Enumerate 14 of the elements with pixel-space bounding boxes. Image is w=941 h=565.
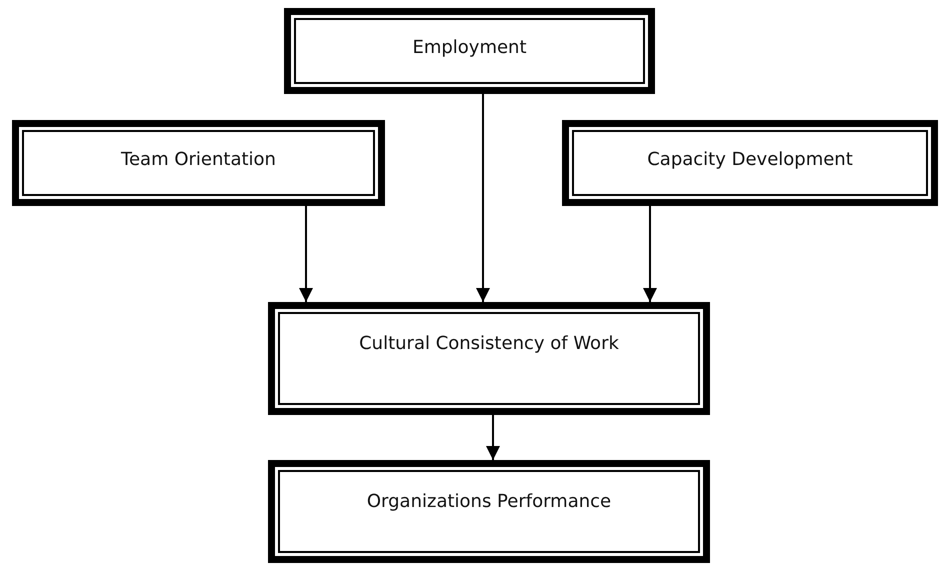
- box-label: Employment: [412, 37, 527, 58]
- box-label: Team Orientation: [121, 149, 276, 170]
- process-box: [268, 302, 710, 415]
- box-label: Capacity Development: [647, 149, 853, 170]
- process-box: [284, 8, 655, 94]
- box-label: Cultural Consistency of Work: [359, 333, 619, 354]
- box-label: Organizations Performance: [366, 491, 612, 512]
- process-box: [562, 120, 938, 206]
- arrow: [476, 94, 490, 302]
- arrow: [486, 415, 500, 460]
- process-box: [268, 460, 710, 563]
- process-box: [12, 120, 385, 206]
- arrow: [643, 206, 657, 302]
- arrow: [299, 206, 313, 302]
